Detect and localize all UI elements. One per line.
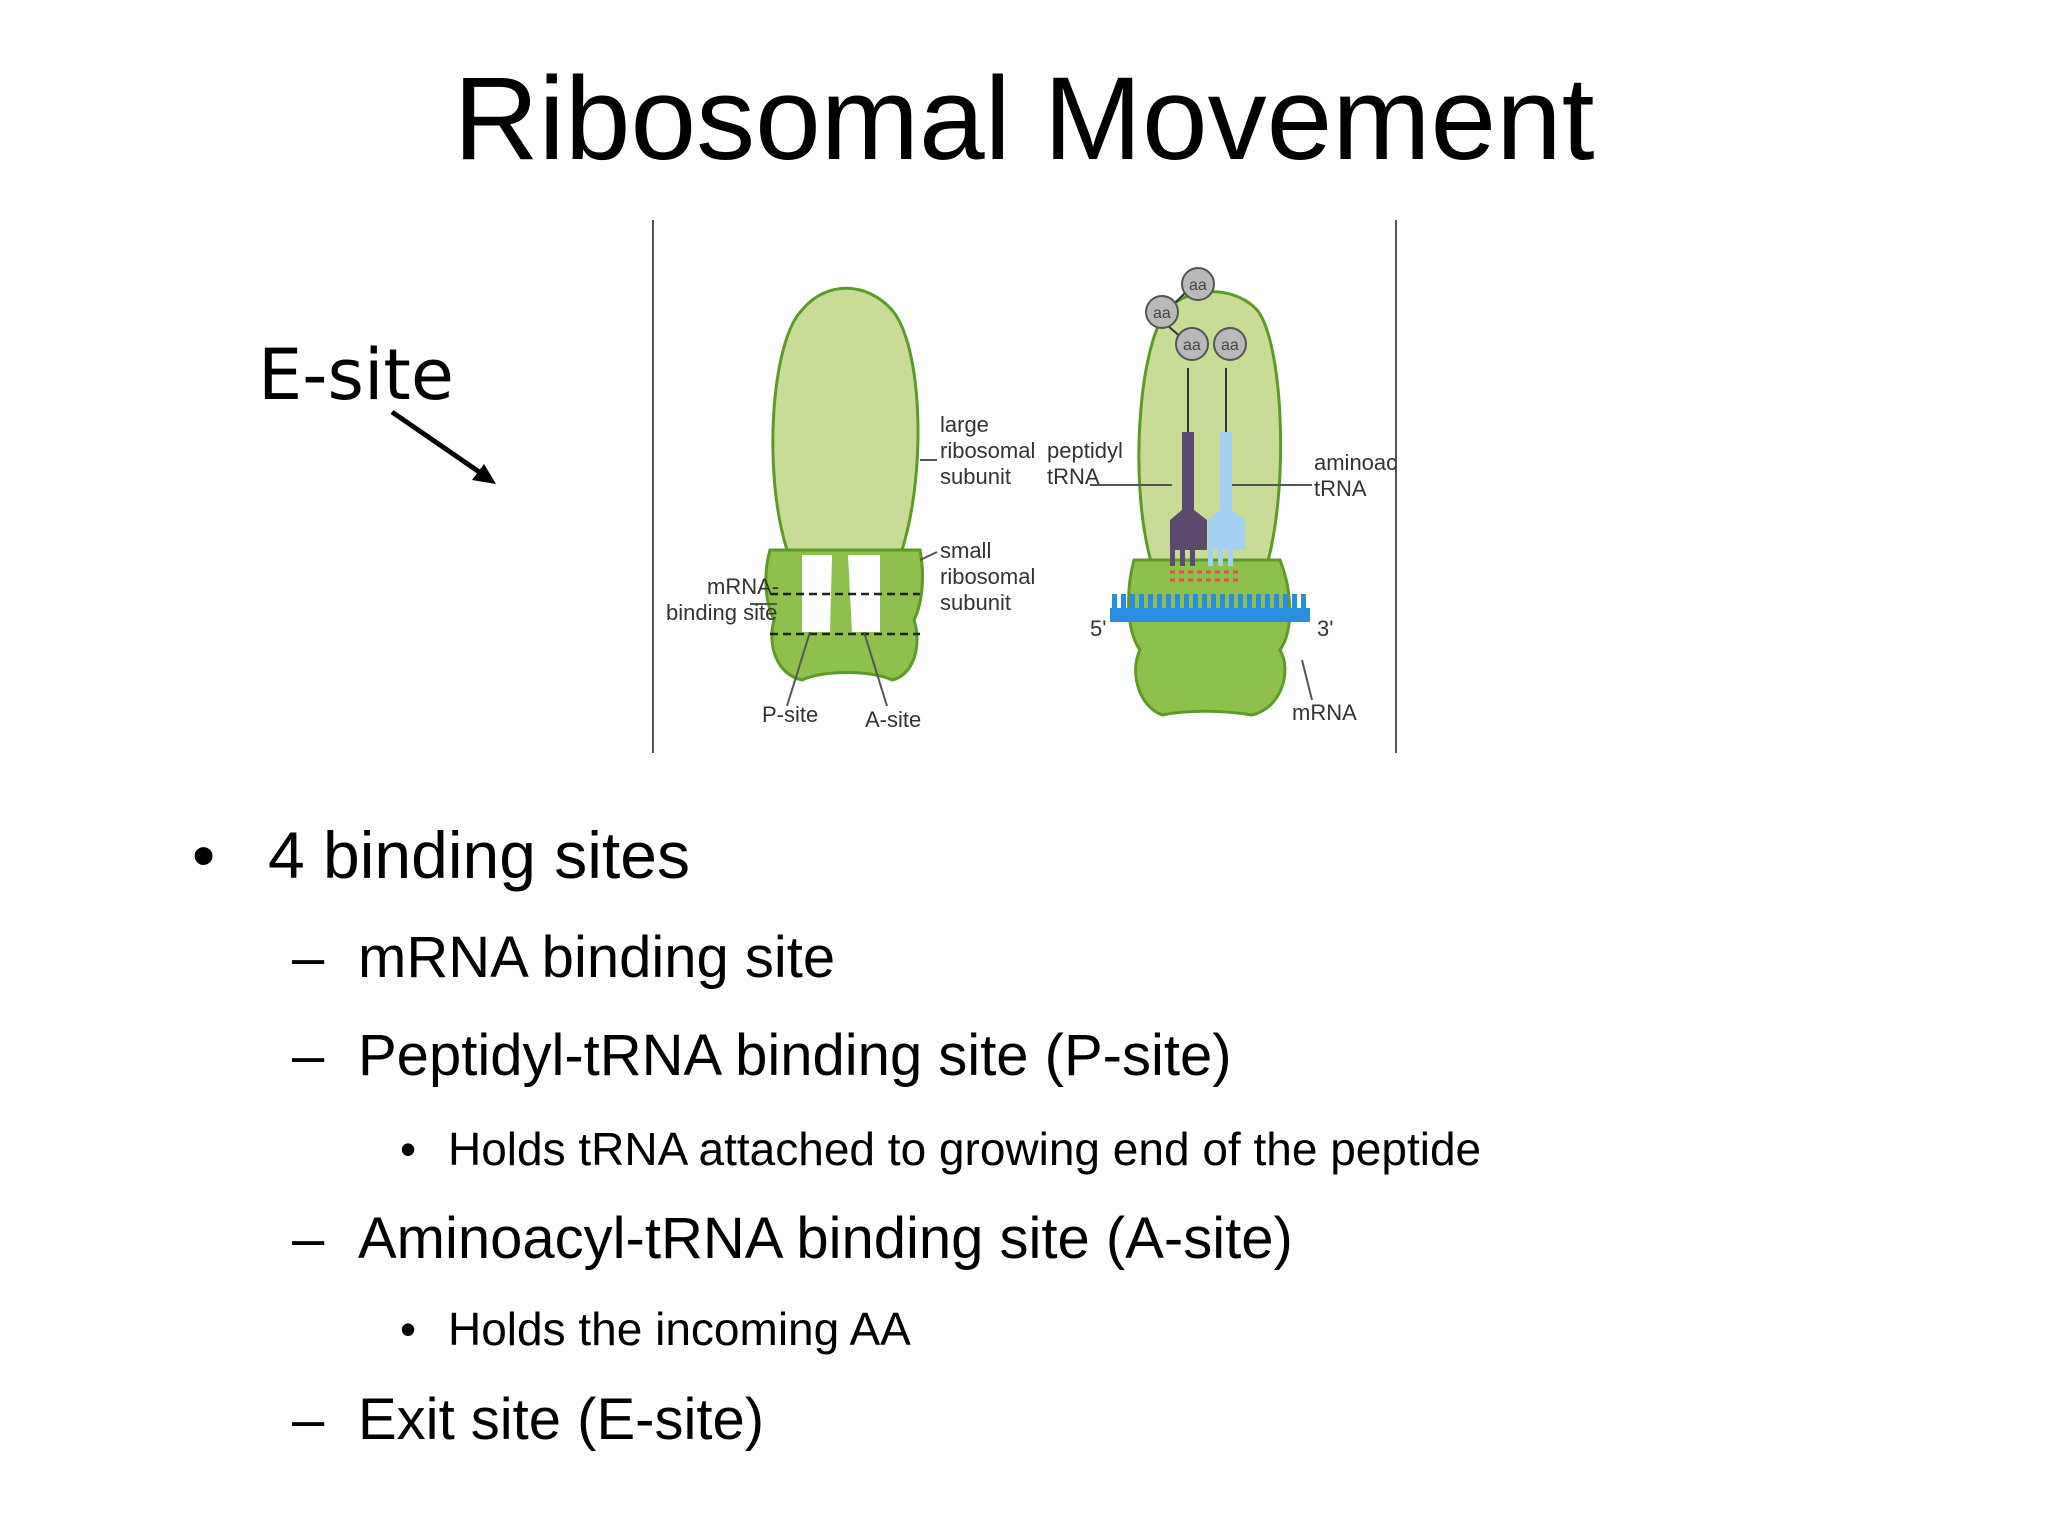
mrna-base <box>1148 594 1153 608</box>
slide-title: Ribosomal Movement <box>453 53 1595 185</box>
mrna-base <box>1175 594 1180 608</box>
mrna-base <box>1247 594 1252 608</box>
mrna-base <box>1130 594 1135 608</box>
bullet-marker: – <box>292 1206 325 1271</box>
left-ribosome: large ribosomal subunit small ribosomal … <box>666 286 1042 732</box>
mrna-base <box>1274 594 1279 608</box>
bullet-item-level-2: Peptidyl-tRNA binding site (P-site) <box>358 1023 1232 1088</box>
e-site-arrow-icon <box>390 409 496 484</box>
aminoacyl-trna-label: aminoacyl tRNA <box>1314 450 1397 501</box>
mrna-base <box>1229 594 1234 608</box>
svg-text:aa: aa <box>1189 277 1207 294</box>
bullet-item-level-2: Aminoacyl-tRNA binding site (A-site) <box>358 1206 1293 1271</box>
bullet-marker: • <box>400 1303 417 1355</box>
right-small-subunit <box>1127 558 1292 717</box>
p-site-label: P-site <box>762 702 818 727</box>
mrna-base <box>1301 594 1306 608</box>
bullet-item-level-2: mRNA binding site <box>358 925 836 990</box>
mrna-base <box>1220 594 1225 608</box>
five-prime-label: 5' <box>1090 616 1106 641</box>
mrna-base <box>1193 594 1198 608</box>
peptidyl-trna-label: peptidyl tRNA <box>1047 438 1129 489</box>
left-small-subunit <box>764 548 924 682</box>
three-prime-label: 3' <box>1317 616 1333 641</box>
bullet-marker: – <box>292 1023 325 1088</box>
bullet-marker: • <box>192 818 216 892</box>
left-large-subunit <box>771 286 920 552</box>
mrna-base <box>1139 594 1144 608</box>
bullet-marker: – <box>292 1387 325 1452</box>
right-ribosome: aa aa aa aa peptidyl tRNA aminoacyl tRNA… <box>1047 267 1397 725</box>
mrna-base <box>1211 594 1216 608</box>
svg-text:aa: aa <box>1183 337 1201 354</box>
peptidyl-trna <box>1170 432 1207 550</box>
svg-text:aa: aa <box>1221 337 1239 354</box>
mrna-binding-site-label: mRNA- binding site <box>666 574 785 625</box>
aa-bead-4 <box>1181 267 1215 301</box>
mrna-base <box>1283 594 1288 608</box>
mrna-base <box>1265 594 1270 608</box>
bullet-item-level-1: 4 binding sites <box>268 818 690 892</box>
mrna-label: mRNA <box>1292 700 1357 725</box>
svg-text:aa: aa <box>1153 305 1171 322</box>
aminoacyl-trna <box>1208 432 1245 550</box>
bullet-item-level-3: Holds the incoming AA <box>448 1303 911 1355</box>
mrna-base <box>1238 594 1243 608</box>
aa-bead-3 <box>1145 295 1179 329</box>
bullet-item-level-2: Exit site (E-site) <box>358 1387 765 1452</box>
mrna-base <box>1157 594 1162 608</box>
mrna-base <box>1184 594 1189 608</box>
small-subunit-label: small ribosomal subunit <box>940 538 1042 615</box>
bullet-marker: – <box>292 925 325 990</box>
a-site-label: A-site <box>865 707 921 732</box>
large-subunit-label: large ribosomal subunit <box>940 412 1042 489</box>
mrna-base <box>1292 594 1297 608</box>
bullet-marker: • <box>400 1123 417 1175</box>
right-large-subunit <box>1137 290 1283 567</box>
bullet-item-level-3: Holds tRNA attached to growing end of th… <box>448 1123 1482 1175</box>
anticodon-teeth <box>1170 550 1242 582</box>
mrna-base <box>1256 594 1261 608</box>
aa-bead-2 <box>1213 327 1247 361</box>
aa-bead-1 <box>1175 327 1209 361</box>
e-site-annotation: E-site <box>258 334 454 416</box>
mrna-base <box>1112 594 1117 608</box>
mrna-base <box>1121 594 1126 608</box>
ribosome-figure: large ribosomal subunit small ribosomal … <box>652 220 1397 753</box>
mrna-base <box>1166 594 1171 608</box>
mrna-strand <box>1110 594 1310 622</box>
mrna-base <box>1202 594 1207 608</box>
